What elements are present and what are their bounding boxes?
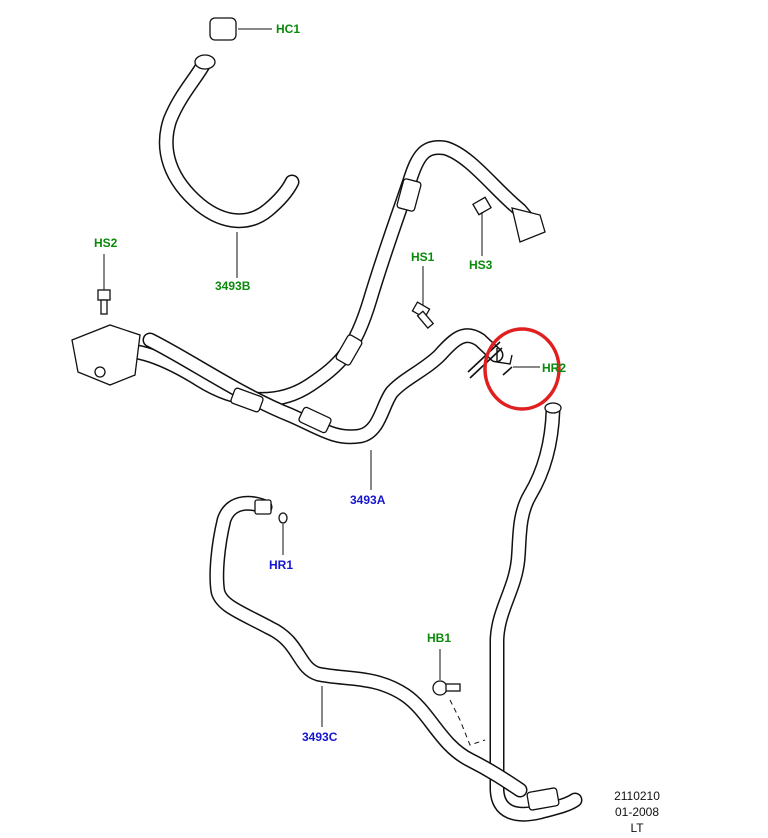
label-hr2[interactable]: HR2 — [542, 361, 567, 375]
ferrule-3493a — [298, 406, 332, 434]
hose-3493c[interactable] — [209, 495, 528, 798]
label-hs3[interactable]: HS3 — [469, 258, 493, 272]
o-ring-hr1[interactable] — [278, 512, 288, 524]
label-3493b[interactable]: 3493B — [215, 279, 251, 293]
ferrule-upper — [396, 178, 422, 212]
clamp-hc1[interactable] — [194, 17, 237, 70]
diagram-ref-number: 2110210 — [614, 789, 660, 803]
bolt-hs2[interactable] — [97, 289, 111, 315]
leader-lines — [103, 28, 540, 727]
hose-return[interactable] — [489, 402, 583, 822]
label-hs2[interactable]: HS2 — [94, 236, 118, 250]
label-hr1[interactable]: HR1 — [269, 558, 294, 572]
label-3493a[interactable]: 3493A — [350, 493, 386, 507]
ferrule-mid — [335, 334, 363, 366]
ferrule-bottom — [526, 787, 560, 811]
diagram-code: LT — [630, 821, 644, 835]
dashed-guide — [449, 699, 486, 746]
bolt-hb1[interactable] — [432, 680, 461, 696]
ferrule-lower-left — [230, 387, 264, 413]
diagram-date: 01-2008 — [614, 805, 660, 819]
bolt-hs3[interactable] — [472, 196, 492, 216]
label-3493c[interactable]: 3493C — [302, 730, 338, 744]
hose-3493b[interactable] — [158, 54, 300, 229]
fitting-left-block[interactable] — [71, 324, 141, 386]
label-hc1[interactable]: HC1 — [276, 22, 301, 36]
label-hs1[interactable]: HS1 — [411, 250, 435, 264]
fitting-hs3-bracket — [511, 207, 546, 243]
hose-upper[interactable] — [87, 140, 538, 407]
label-hb1[interactable]: HB1 — [427, 631, 452, 645]
hose-end-3493c — [254, 499, 272, 515]
highlight-circle — [483, 327, 561, 411]
bolt-hs1[interactable] — [411, 301, 435, 329]
hose-end-top — [544, 402, 562, 414]
